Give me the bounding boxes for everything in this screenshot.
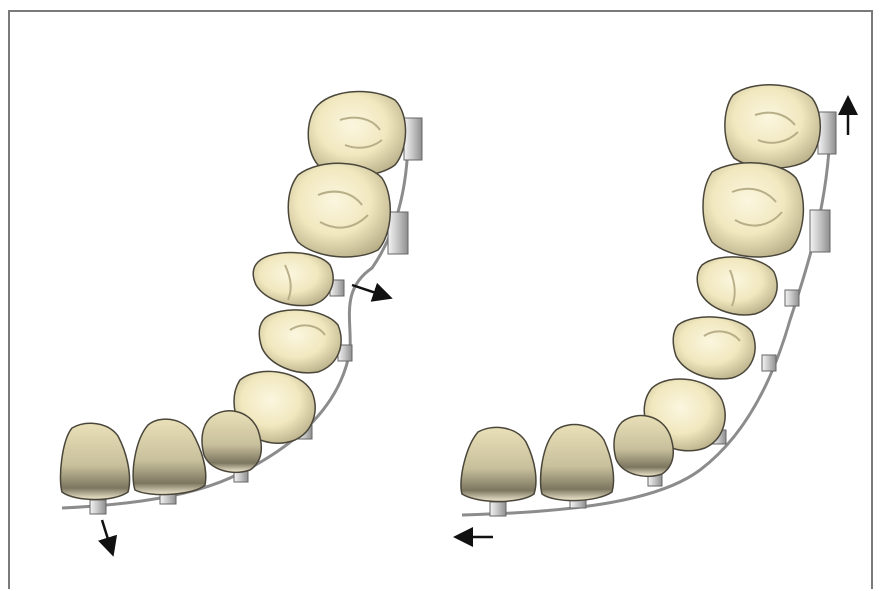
left-arrow-down	[102, 520, 112, 552]
left-premolar-1	[259, 310, 352, 373]
right-panel	[458, 85, 848, 537]
right-molar-2-tube	[818, 112, 836, 154]
left-arrow-right	[352, 285, 388, 297]
left-molar-2-tube	[404, 118, 422, 160]
left-panel	[60, 92, 422, 552]
left-lateral-incisor	[202, 411, 261, 482]
left-molar-2	[308, 92, 422, 176]
right-central-incisor-2-bracket	[490, 502, 506, 516]
right-molar-1	[703, 163, 830, 257]
left-molar-1	[288, 163, 408, 257]
left-premolar-2	[253, 253, 344, 306]
left-central-incisor-2-bracket	[90, 500, 106, 514]
right-premolar-1	[673, 317, 776, 379]
left-molar-1-tube	[388, 212, 408, 254]
right-lateral-incisor	[614, 416, 673, 486]
left-central-incisor-2	[60, 423, 129, 514]
right-molar-2	[725, 85, 836, 168]
right-premolar-1-bracket	[762, 355, 776, 371]
right-central-incisor-2	[461, 427, 536, 516]
right-central-incisor	[541, 425, 614, 508]
right-premolar-2	[697, 257, 799, 315]
right-molar-1-tube	[810, 210, 830, 252]
right-premolar-2-bracket	[785, 290, 799, 306]
